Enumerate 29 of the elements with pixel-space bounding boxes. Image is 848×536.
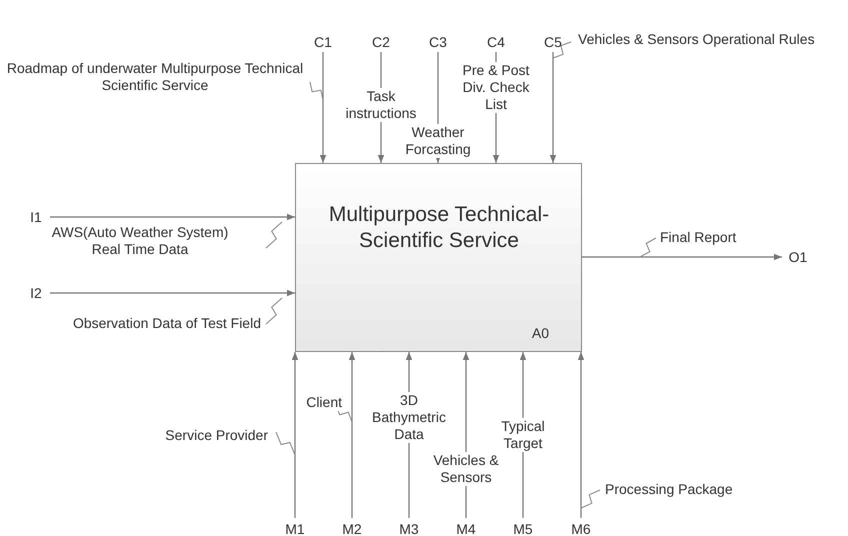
arrow-code: C2: [369, 34, 393, 50]
arrow-code: M4: [454, 521, 478, 536]
edge-label: Final Report: [658, 229, 738, 246]
arrow: [578, 352, 584, 518]
arrow: [50, 214, 295, 220]
arrow-code: C3: [426, 34, 450, 50]
arrow-code: M5: [511, 521, 535, 536]
arrow: [348, 352, 356, 518]
arrow-code: I2: [26, 285, 46, 301]
edge-label: Client: [304, 394, 344, 411]
activity-title: Multipurpose Technical- Scientific Service: [328, 202, 550, 254]
arrow-code: M6: [569, 521, 593, 536]
arrow: [582, 254, 782, 260]
arrow-code: C5: [541, 34, 565, 50]
arrow-code: C1: [311, 34, 335, 50]
arrow-code: C4: [484, 34, 508, 50]
edge-label: Vehicles & Sensors Operational Rules: [576, 31, 817, 48]
arrow-code: I1: [26, 209, 46, 225]
arrow: [292, 352, 298, 518]
arrow-code: M2: [340, 521, 364, 536]
arrow-code: M3: [397, 521, 421, 536]
arrow-code: M1: [283, 521, 307, 536]
arrow: [550, 52, 556, 163]
node-number: A0: [532, 325, 549, 341]
arrow: [50, 290, 295, 296]
arrow: [320, 52, 326, 163]
activity-box: [295, 163, 582, 352]
arrow-code: O1: [786, 249, 810, 265]
edge-label: Processing Package: [603, 481, 735, 498]
